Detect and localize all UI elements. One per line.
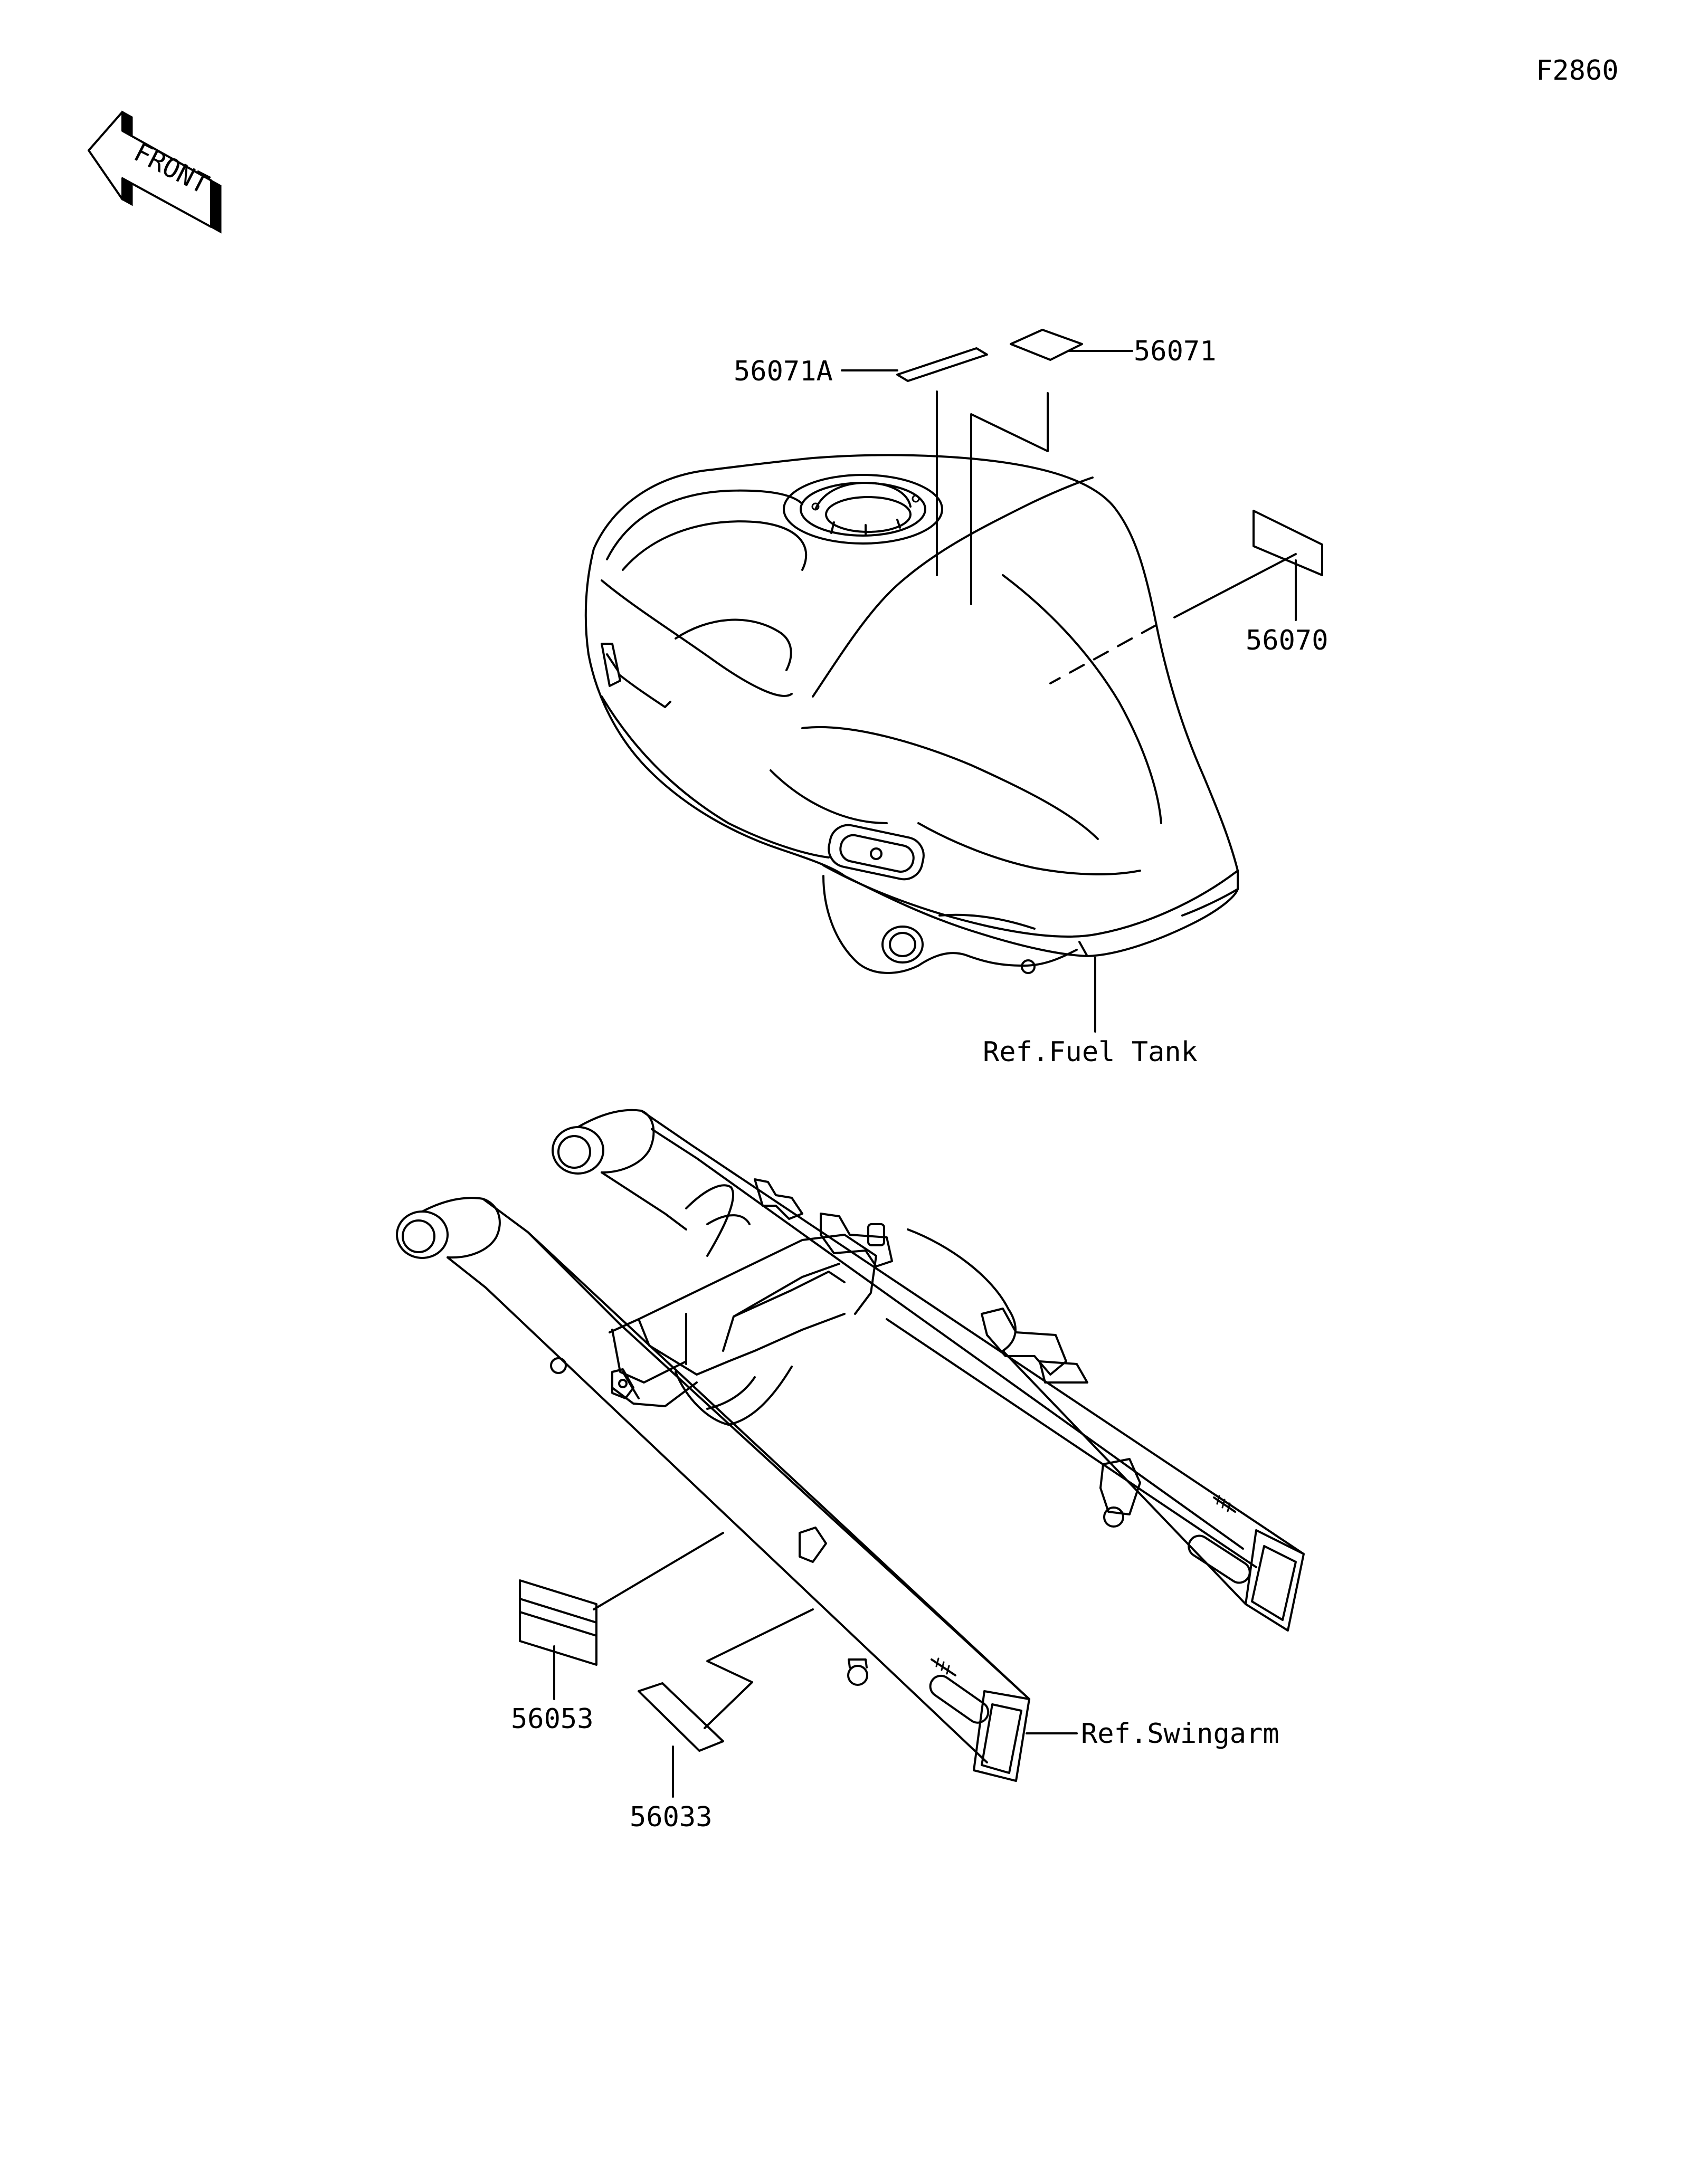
hatch-marks-lower: [931, 1657, 956, 1676]
hatch-marks-upper: [1213, 1495, 1236, 1513]
decal-56033-icon: [638, 1682, 724, 1752]
decal-56070-icon: [1252, 510, 1323, 576]
decal-56071a-icon: [896, 347, 988, 382]
fuel-tank-illustration: [584, 454, 1239, 974]
leader-line-56053-arm: [593, 1532, 724, 1610]
leader-line-56033-arm: [704, 1608, 814, 1729]
front-arrow-icon: FRONT: [88, 110, 222, 234]
part-number-56053[interactable]: 56053: [511, 1703, 594, 1735]
part-number-56070[interactable]: 56070: [1246, 625, 1329, 656]
ref-swingarm-label[interactable]: Ref.Swingarm: [1081, 1718, 1279, 1750]
swingarm-illustration: [396, 1109, 1305, 1782]
ref-fuel-tank-label[interactable]: Ref.Fuel Tank: [983, 1036, 1198, 1068]
figure-code: F2860: [1536, 55, 1619, 87]
leader-line-56071-tank: [970, 392, 1049, 605]
decal-56053-icon: [519, 1579, 597, 1666]
hidden-line-56070: [1049, 624, 1157, 684]
part-number-56071[interactable]: 56071: [1134, 336, 1217, 367]
decal-56071-icon: [1010, 329, 1083, 361]
part-number-56033[interactable]: 56033: [630, 1801, 713, 1833]
part-number-56071a[interactable]: 56071A: [734, 356, 833, 387]
leader-line-56070-tank: [1173, 553, 1297, 618]
